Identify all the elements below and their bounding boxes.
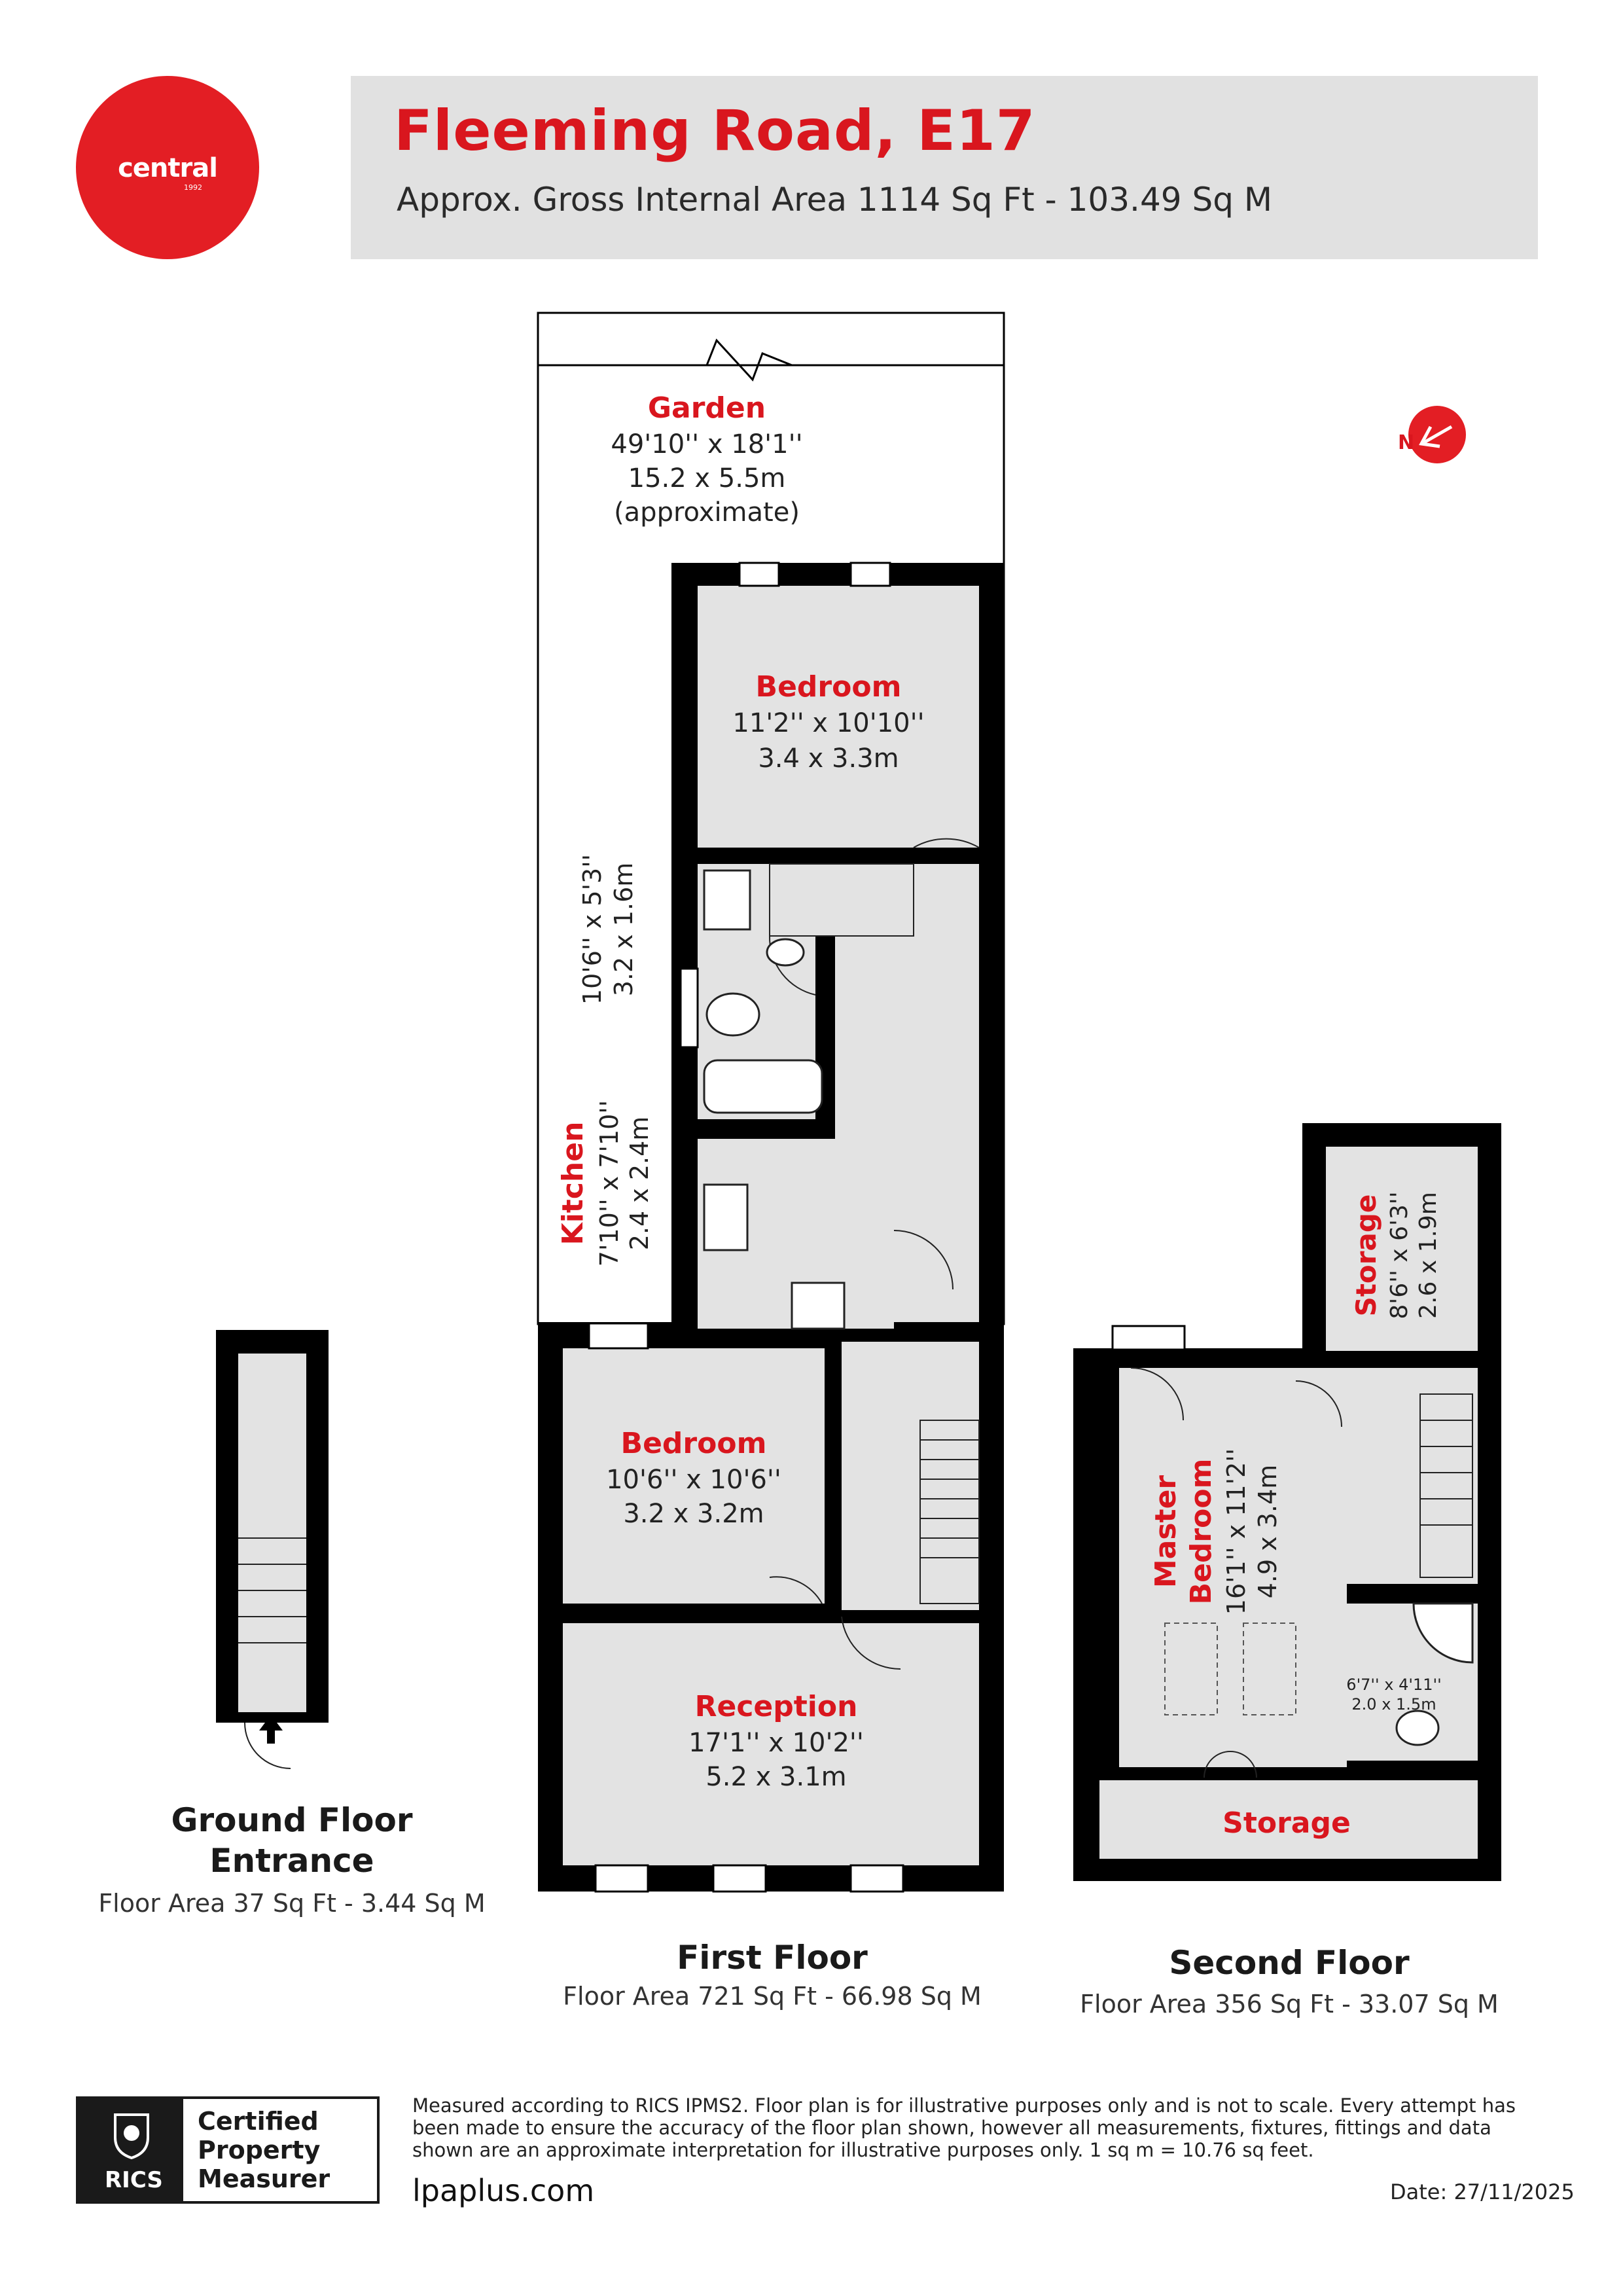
- second-floor-plan: [1073, 1123, 1501, 1881]
- dim-imperial-bedroom-mid: 10'6'' x 10'6'': [606, 1465, 781, 1495]
- dim-metric-ensuite: 2.0 x 1.5m: [1351, 1695, 1436, 1713]
- room-label-bedroom-mid: Bedroom: [621, 1427, 767, 1460]
- dim-imperial-kitchen: 7'10'' x 7'10'': [595, 1100, 624, 1266]
- dim-imperial-storage-top: 8'6'' x 6'3'': [1386, 1191, 1413, 1319]
- dim-imperial-bedroom-top: 11'2'' x 10'10'': [732, 708, 924, 738]
- room-label-bedroom-top: Bedroom: [756, 670, 902, 704]
- ground-floor-area: Floor Area 37 Sq Ft - 3.44 Sq M: [98, 1889, 486, 1918]
- logo-year: 1992: [184, 183, 202, 192]
- room-label-storage-bottom: Storage: [1222, 1806, 1351, 1840]
- dim-metric-master: 4.9 x 3.4m: [1253, 1465, 1282, 1599]
- room-label-garden: Garden: [648, 391, 766, 425]
- compass-label: N: [1398, 431, 1414, 454]
- garden-note: (approximate): [614, 497, 800, 528]
- dim-metric-bathroom: 3.2 x 1.6m: [609, 863, 638, 997]
- room-label-reception: Reception: [695, 1690, 858, 1723]
- dim-metric-reception: 5.2 x 3.1m: [705, 1762, 846, 1792]
- certified-measurer-text: Certified Property Measurer: [198, 2107, 330, 2193]
- compass-icon: N: [1398, 406, 1466, 463]
- room-label-kitchen: Kitchen: [556, 1122, 590, 1246]
- rics-certification-badge: RICS Certified Property Measurer: [76, 2096, 380, 2204]
- property-title: Fleeming Road, E17: [394, 98, 1036, 164]
- logo-text: central: [118, 153, 218, 183]
- rics-crest-icon: [114, 2113, 149, 2160]
- dim-metric-kitchen: 2.4 x 2.4m: [625, 1117, 654, 1251]
- rics-label: RICS: [105, 2167, 163, 2193]
- cert-line2: Property: [198, 2136, 321, 2164]
- cert-line1: Certified: [198, 2107, 319, 2136]
- header-banner: Fleeming Road, E17 Approx. Gross Interna…: [351, 76, 1538, 259]
- dim-imperial-ensuite: 6'7'' x 4'11'': [1346, 1676, 1441, 1694]
- dim-imperial-bathroom: 10'6'' x 5'3'': [578, 854, 607, 1005]
- dim-imperial-garden: 49'10'' x 18'1'': [611, 429, 802, 459]
- dim-imperial-master: 16'1'' x 11'2'': [1222, 1448, 1251, 1615]
- ground-floor-title-line1: Ground Floor: [171, 1801, 413, 1839]
- dim-metric-garden: 15.2 x 5.5m: [628, 463, 786, 493]
- ground-floor-title: Ground Floor Entrance: [148, 1800, 436, 1881]
- room-label-master-line2: Bedroom: [1185, 1459, 1218, 1605]
- disclaimer-text: Measured according to RICS IPMS2. Floor …: [412, 2094, 1516, 2161]
- dim-metric-bedroom-top: 3.4 x 3.3m: [758, 744, 899, 774]
- room-label-master-line1: Master: [1149, 1475, 1183, 1588]
- brand-logo: central 1992: [76, 76, 259, 259]
- cert-line3: Measurer: [198, 2164, 330, 2193]
- website-link[interactable]: lpaplus.com: [412, 2173, 595, 2208]
- dim-metric-bedroom-mid: 3.2 x 3.2m: [623, 1499, 764, 1529]
- plan-date: Date: 27/11/2025: [1390, 2179, 1575, 2204]
- ground-floor-title-line2: Entrance: [209, 1842, 374, 1880]
- second-floor-area: Floor Area 356 Sq Ft - 33.07 Sq M: [1080, 1990, 1499, 2018]
- rics-logo: RICS: [79, 2099, 183, 2201]
- first-floor-title: First Floor: [677, 1939, 868, 1977]
- second-floor-title: Second Floor: [1169, 1944, 1410, 1982]
- gross-area-text: Approx. Gross Internal Area 1114 Sq Ft -…: [397, 181, 1272, 219]
- dim-imperial-reception: 17'1'' x 10'2'': [688, 1728, 864, 1758]
- first-floor-plan: [538, 562, 1004, 1893]
- room-label-storage-top: Storage: [1350, 1194, 1382, 1317]
- dim-metric-storage-top: 2.6 x 1.9m: [1415, 1192, 1442, 1319]
- first-floor-area: Floor Area 721 Sq Ft - 66.98 Sq M: [563, 1982, 982, 2011]
- ground-floor-plan: [216, 1330, 329, 1769]
